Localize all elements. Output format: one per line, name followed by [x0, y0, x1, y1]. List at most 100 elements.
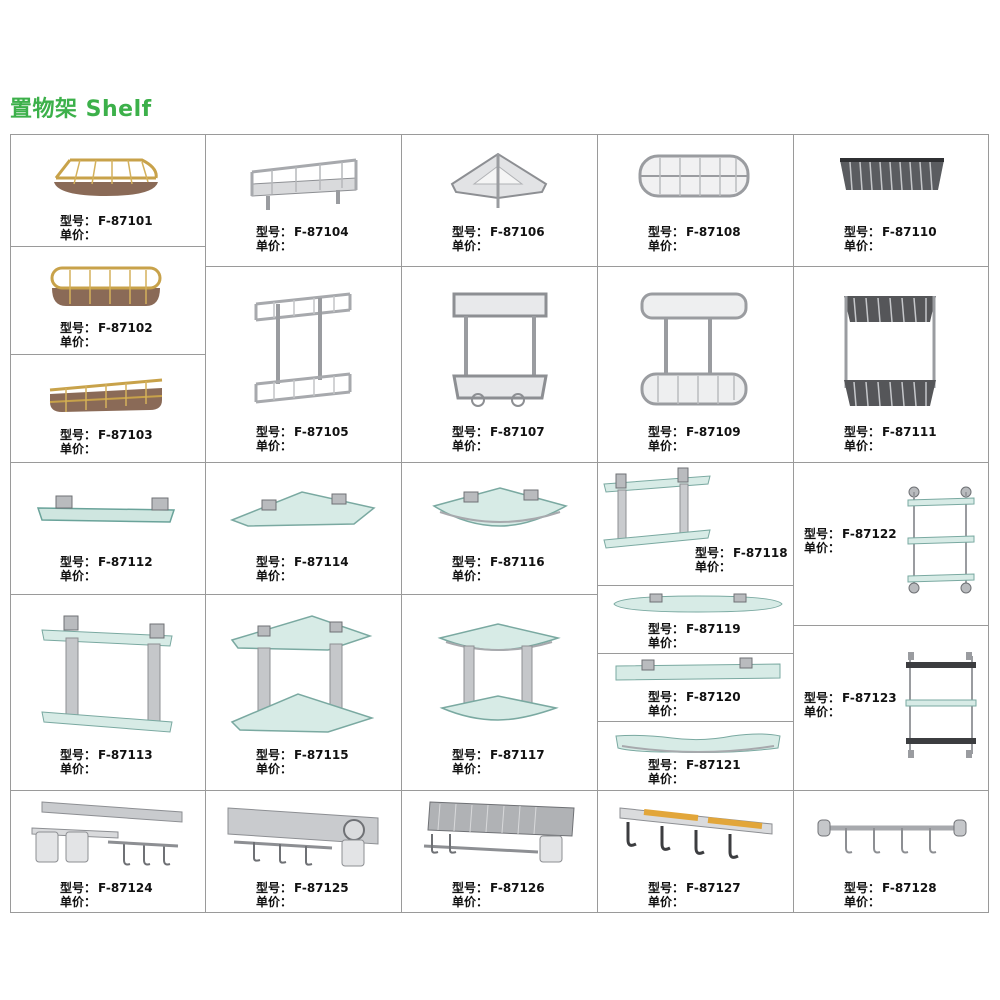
product-caption-f87115: 型号：F-87115 单价：	[256, 748, 349, 776]
shelf-87124-image	[31, 801, 183, 866]
model-number: F-87101	[98, 214, 153, 228]
model-label: 型号：	[256, 555, 293, 569]
shelf-87112-image	[36, 495, 176, 523]
shelf-87119-image	[613, 593, 783, 613]
price-label: 单价：	[452, 239, 489, 253]
model-label: 型号：	[256, 225, 293, 239]
product-caption-f87101: 型号：F-87101 单价：	[60, 214, 153, 242]
cell-f87107	[401, 266, 598, 463]
cell-f87114	[205, 462, 402, 595]
product-caption-f87105: 型号：F-87105 单价：	[256, 425, 349, 453]
shelf-87105-image	[254, 292, 352, 404]
price-label: 单价：	[804, 705, 841, 719]
model-label: 型号：	[648, 758, 685, 772]
model-number: F-87127	[686, 881, 741, 895]
shelf-87107-image	[452, 292, 548, 407]
product-caption-f87128: 型号：F-87128 单价：	[844, 881, 937, 909]
model-label: 型号：	[648, 622, 685, 636]
model-number: F-87108	[686, 225, 741, 239]
model-number: F-87111	[882, 425, 937, 439]
model-label: 型号：	[844, 425, 881, 439]
price-label: 单价：	[648, 439, 685, 453]
product-caption-f87123: 型号：F-87123 单价：	[804, 691, 897, 719]
cell-f87123	[793, 625, 989, 791]
model-number: F-87112	[98, 555, 153, 569]
product-caption-f87103: 型号：F-87103 单价：	[60, 428, 153, 456]
product-caption-f87119: 型号：F-87119 单价：	[648, 622, 741, 650]
model-label: 型号：	[648, 225, 685, 239]
shelf-87108-image	[638, 154, 750, 198]
product-caption-f87109: 型号：F-87109 单价：	[648, 425, 741, 453]
shelf-87127-image	[619, 807, 773, 859]
shelf-87123-image	[905, 652, 977, 758]
product-caption-f87126: 型号：F-87126 单价：	[452, 881, 545, 909]
price-label: 单价：	[452, 439, 489, 453]
shelf-87125-image	[227, 807, 379, 867]
shelf-87106-image	[450, 152, 548, 208]
shelf-87101-image	[54, 158, 158, 196]
model-label: 型号：	[648, 881, 685, 895]
model-number: F-87126	[490, 881, 545, 895]
shelf-87102-image	[50, 266, 162, 306]
price-label: 单价：	[844, 239, 881, 253]
model-number: F-87109	[686, 425, 741, 439]
model-label: 型号：	[648, 425, 685, 439]
shelf-87103-image	[49, 378, 163, 412]
product-caption-f87104: 型号：F-87104 单价：	[256, 225, 349, 253]
model-number: F-87107	[490, 425, 545, 439]
price-label: 单价：	[60, 442, 97, 456]
shelf-87104-image	[250, 158, 358, 210]
product-caption-f87122: 型号：F-87122 单价：	[804, 527, 897, 555]
price-label: 单价：	[60, 569, 97, 583]
product-caption-f87114: 型号：F-87114 单价：	[256, 555, 349, 583]
model-label: 型号：	[695, 546, 732, 560]
product-caption-f87107: 型号：F-87107 单价：	[452, 425, 545, 453]
product-caption-f87117: 型号：F-87117 单价：	[452, 748, 545, 776]
price-label: 单价：	[256, 895, 293, 909]
model-label: 型号：	[452, 881, 489, 895]
product-caption-f87106: 型号：F-87106 单价：	[452, 225, 545, 253]
model-number: F-87122	[842, 527, 897, 541]
price-label: 单价：	[648, 239, 685, 253]
cell-f87112	[10, 462, 206, 595]
model-number: F-87117	[490, 748, 545, 762]
product-caption-f87120: 型号：F-87120 单价：	[648, 690, 741, 718]
model-number: F-87118	[733, 546, 788, 560]
model-label: 型号：	[452, 748, 489, 762]
model-number: F-87128	[882, 881, 937, 895]
model-label: 型号：	[256, 748, 293, 762]
model-label: 型号：	[60, 321, 97, 335]
shelf-87113-image	[41, 615, 173, 733]
model-number: F-87113	[98, 748, 153, 762]
model-number: F-87124	[98, 881, 153, 895]
price-label: 单价：	[648, 895, 685, 909]
shelf-87128-image	[817, 819, 967, 854]
model-label: 型号：	[844, 881, 881, 895]
price-label: 单价：	[452, 762, 489, 776]
product-caption-f87121: 型号：F-87121 单价：	[648, 758, 741, 786]
model-label: 型号：	[452, 425, 489, 439]
model-number: F-87103	[98, 428, 153, 442]
product-caption-f87125: 型号：F-87125 单价：	[256, 881, 349, 909]
product-caption-f87124: 型号：F-87124 单价：	[60, 881, 153, 909]
model-label: 型号：	[452, 225, 489, 239]
model-label: 型号：	[60, 214, 97, 228]
price-label: 单价：	[648, 704, 685, 718]
model-number: F-87104	[294, 225, 349, 239]
price-label: 单价：	[695, 560, 732, 574]
price-label: 单价：	[256, 569, 293, 583]
product-caption-f87113: 型号：F-87113 单价：	[60, 748, 153, 776]
cell-f87104	[205, 134, 402, 267]
price-label: 单价：	[844, 895, 881, 909]
model-number: F-87105	[294, 425, 349, 439]
cell-f87128	[793, 790, 989, 913]
product-caption-f87118: 型号：F-87118 单价：	[695, 546, 788, 574]
price-label: 单价：	[256, 239, 293, 253]
model-number: F-87116	[490, 555, 545, 569]
product-caption-f87111: 型号：F-87111 单价：	[844, 425, 937, 453]
product-caption-f87112: 型号：F-87112 单价：	[60, 555, 153, 583]
price-label: 单价：	[256, 762, 293, 776]
model-label: 型号：	[804, 691, 841, 705]
shelf-87120-image	[615, 657, 781, 681]
model-number: F-87110	[882, 225, 937, 239]
